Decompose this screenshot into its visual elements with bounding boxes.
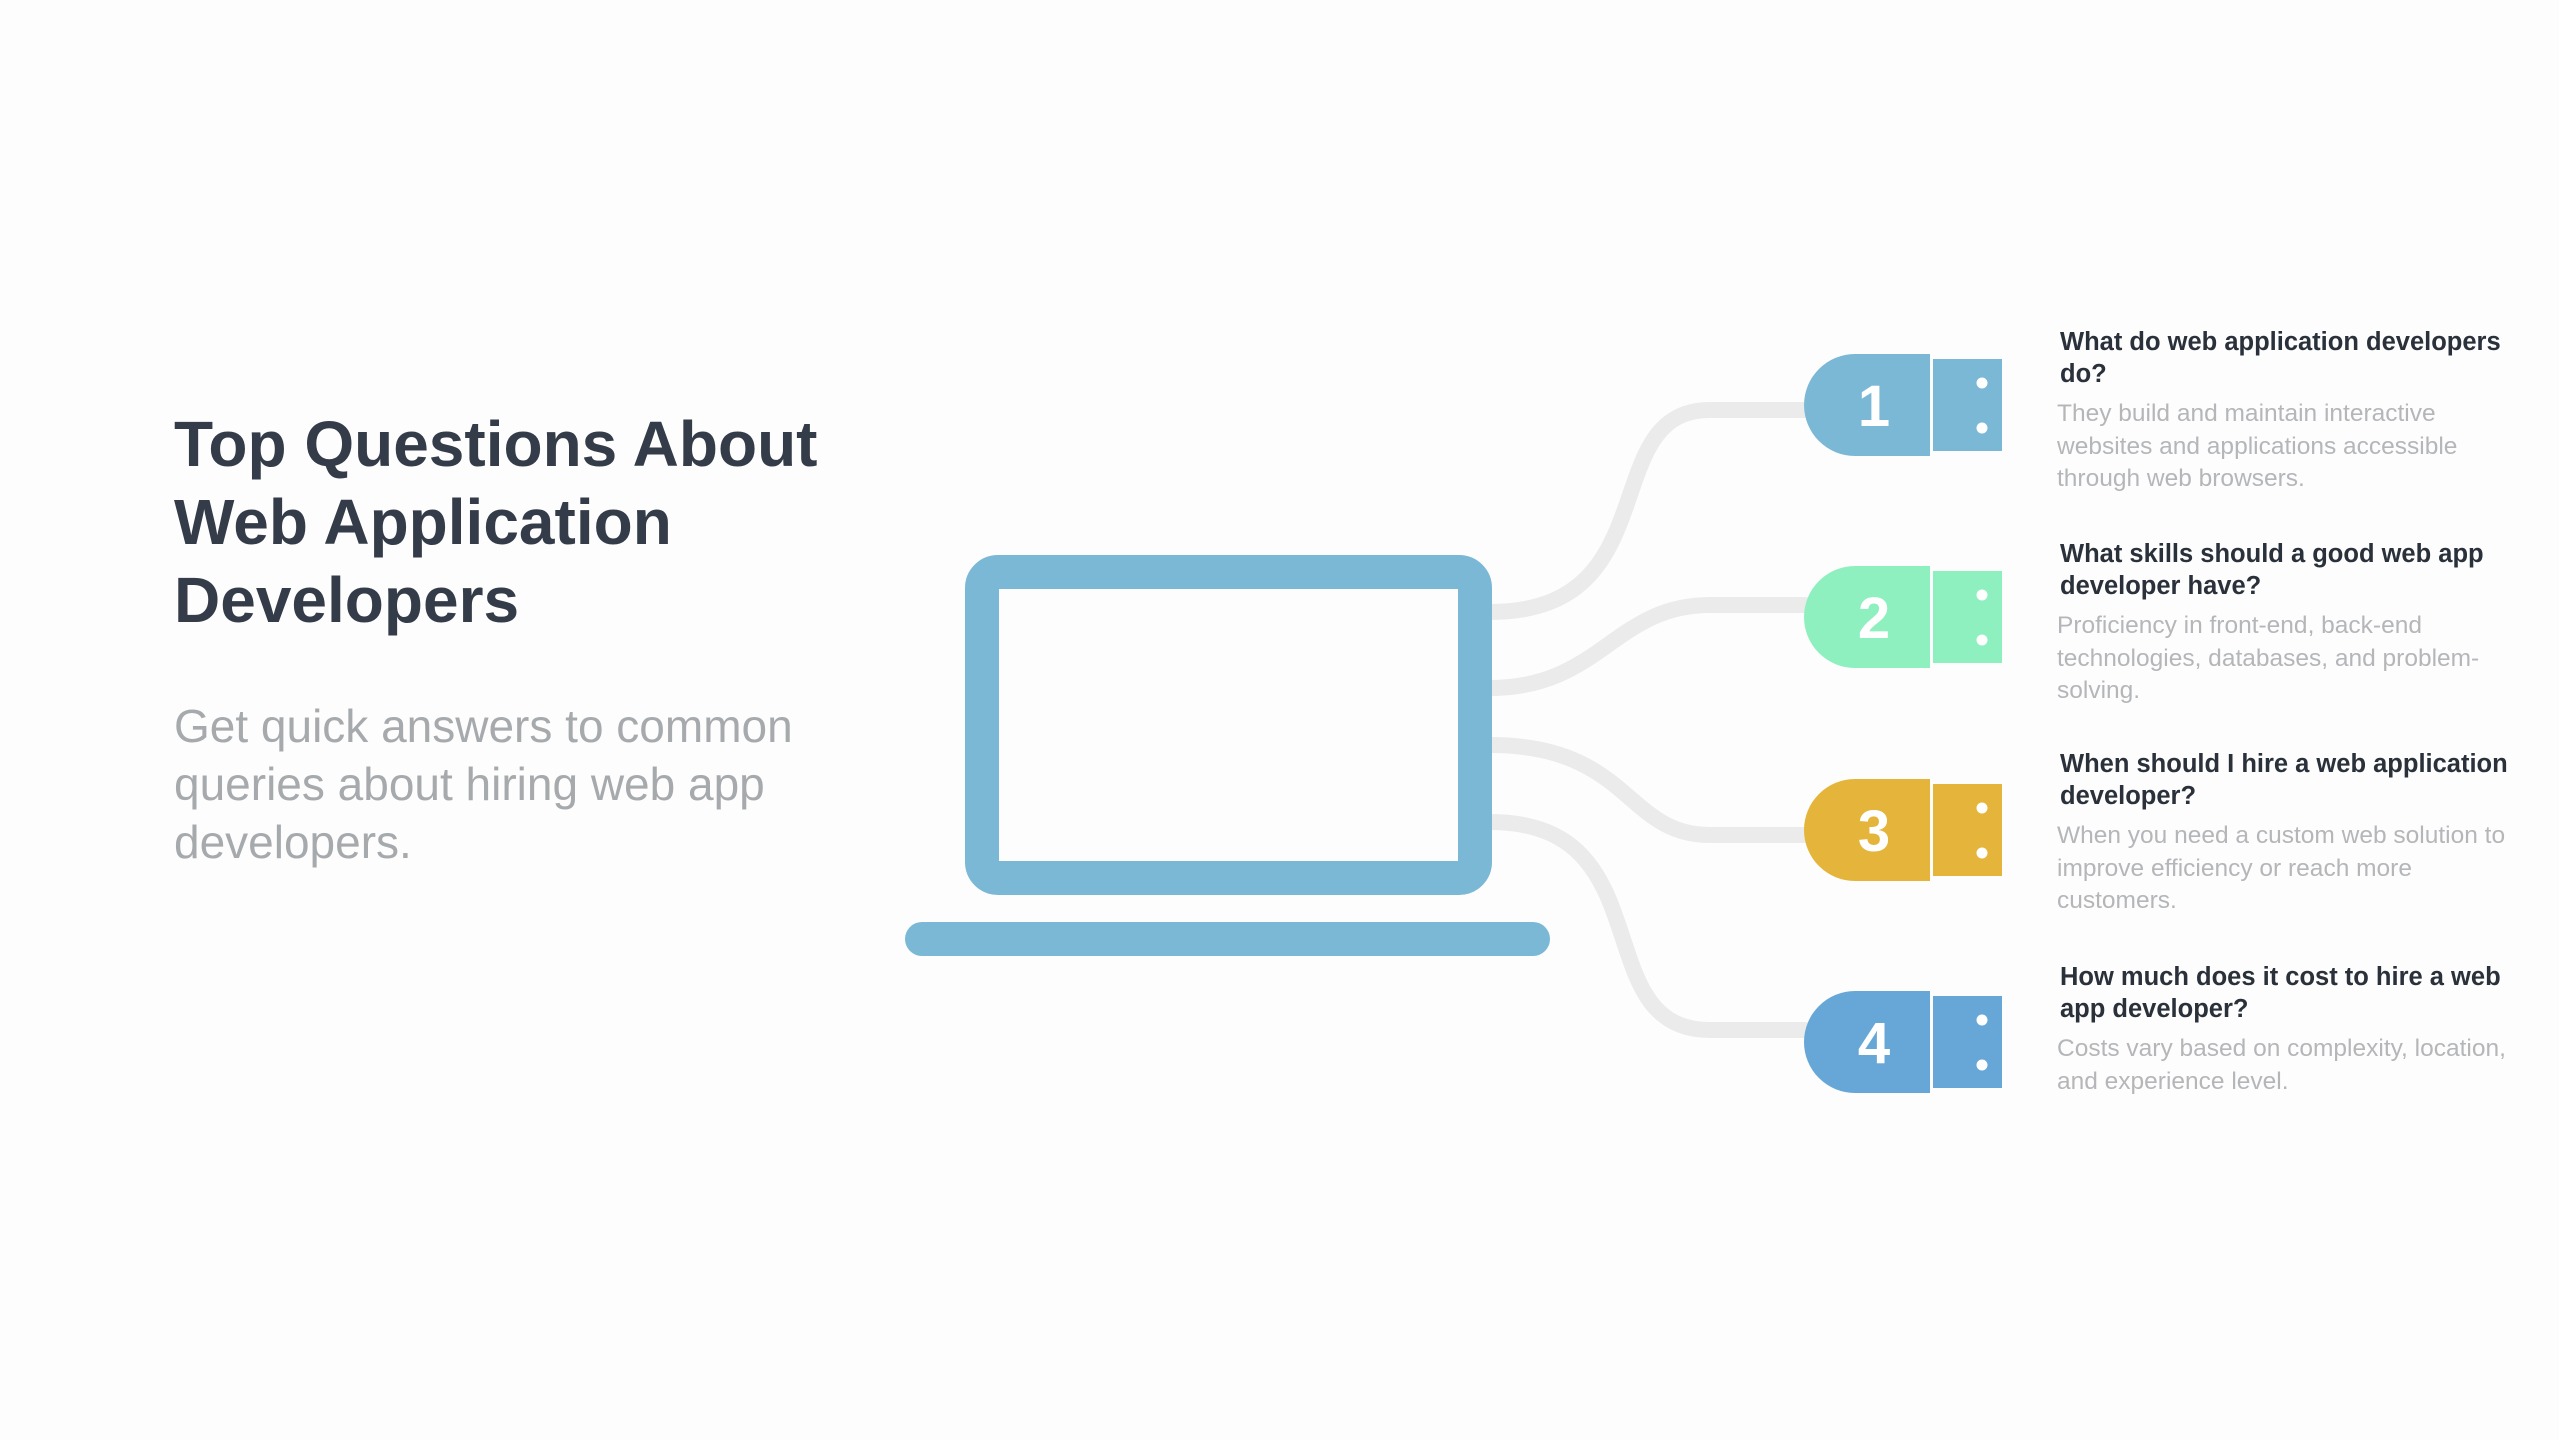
usb-plug-icon	[1804, 991, 1930, 1093]
faq-question-3: When should I hire a web application dev…	[2060, 750, 2508, 810]
plug-pin	[1976, 589, 1988, 601]
plug-pin	[1976, 422, 1988, 434]
plug-pin	[1976, 634, 1988, 646]
faq-question-4: How much does it cost to hire a web app …	[2060, 963, 2501, 1023]
plug-2: 2	[1804, 566, 2002, 668]
plug-connector	[1933, 996, 2002, 1088]
faq-item-1: What do web application developers do? T…	[2057, 326, 2520, 496]
usb-plug-icon	[1804, 354, 1930, 456]
faq-item-4: How much does it cost to hire a web app …	[2057, 961, 2520, 1098]
badge-number-3: 3	[1858, 799, 1890, 864]
badge-number-2: 2	[1858, 586, 1890, 651]
laptop-base	[905, 922, 1550, 956]
plug-pin	[1976, 1014, 1988, 1026]
plug-pin	[1976, 1059, 1988, 1071]
laptop-screen	[965, 555, 1492, 895]
faq-answer-1: They build and maintain interactive webs…	[2057, 400, 2458, 492]
faq-question-2: What skills should a good web app develo…	[2060, 540, 2484, 600]
cables	[1482, 402, 1813, 1038]
plug-3: 3	[1804, 779, 2002, 881]
cable-4	[1482, 814, 1813, 1038]
faq-item-3: When should I hire a web application dev…	[2057, 748, 2520, 918]
intro-panel: Top Questions About Web Application Deve…	[174, 405, 834, 871]
faq-answer-4: Costs vary based on complexity, location…	[2057, 1035, 2506, 1095]
faq-question-1: What do web application developers do?	[2060, 328, 2501, 388]
faq-answer-3: When you need a custom web solution to i…	[2057, 822, 2506, 914]
cable-1	[1482, 402, 1813, 620]
usb-plug-icon	[1804, 566, 1930, 668]
plug-pin	[1976, 802, 1988, 814]
plug-pin	[1976, 377, 1988, 389]
cable-2	[1482, 597, 1813, 696]
badge-number-1: 1	[1858, 374, 1890, 439]
plug-1: 1	[1804, 354, 2002, 456]
plug-4: 4	[1804, 991, 2002, 1093]
laptop-icon	[905, 555, 1550, 956]
faq-answer-2: Proficiency in front-end, back-end techn…	[2057, 612, 2480, 704]
plug-connector	[1933, 359, 2002, 451]
page-title: Top Questions About Web Application Deve…	[174, 408, 818, 636]
usb-plug-icon	[1804, 779, 1930, 881]
cable-3	[1482, 737, 1813, 843]
faq-item-2: What skills should a good web app develo…	[2057, 538, 2520, 708]
plug-connector	[1933, 571, 2002, 663]
plug-pin	[1976, 847, 1988, 859]
plug-connector	[1933, 784, 2002, 876]
page-subtitle: Get quick answers to common queries abou…	[174, 700, 793, 868]
badge-number-4: 4	[1858, 1011, 1890, 1076]
